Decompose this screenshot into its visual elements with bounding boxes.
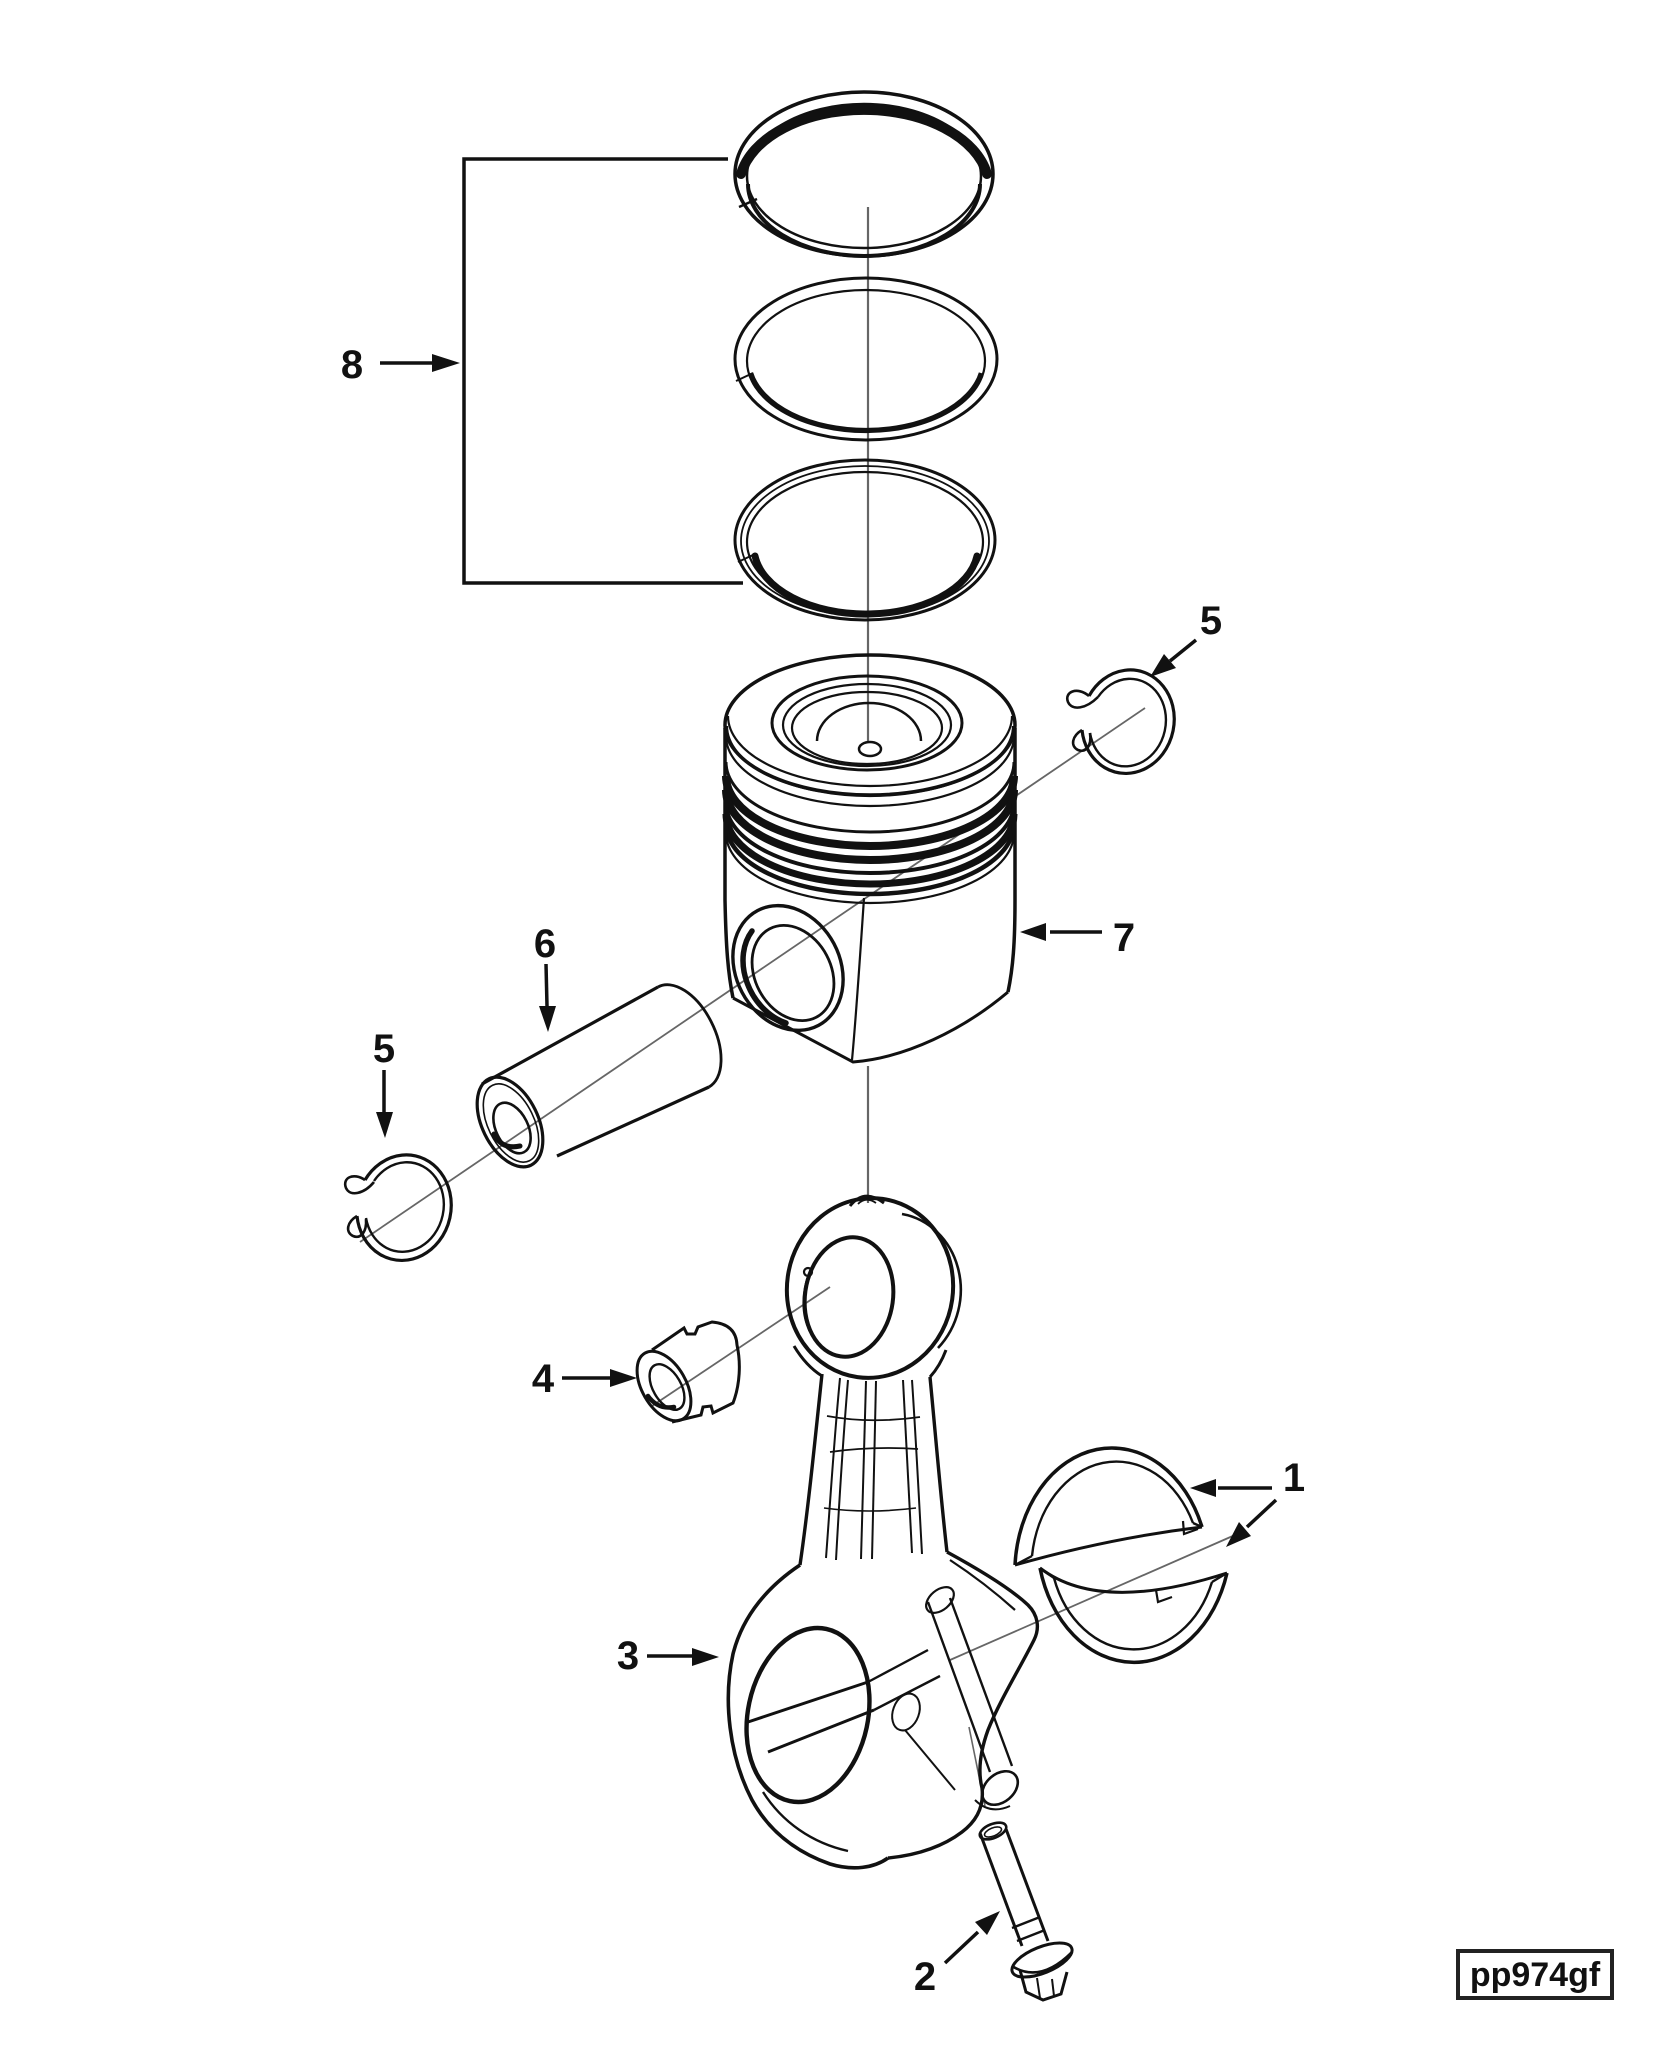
callout-cap-bolt-label: 2	[914, 1955, 936, 1999]
callout-snap-ring-right: 5	[1150, 599, 1222, 677]
piston-ring-grooves	[722, 715, 1018, 905]
figure-code-box: pp974gf	[1456, 1949, 1614, 2000]
connecting-rod	[726, 1194, 1040, 1870]
rod-cap	[887, 1550, 1040, 1860]
piston-pin-bore	[731, 903, 845, 1033]
callout-ring-set: 8	[341, 157, 743, 585]
piston-ring-middle	[733, 276, 999, 442]
rod-big-end	[726, 1563, 941, 1870]
callout-snap-ring-right-label: 5	[1200, 599, 1222, 643]
callout-rod-bearings-label: 1	[1283, 1456, 1305, 1500]
pin-bushing	[635, 1320, 741, 1424]
callout-piston-pin: 6	[534, 922, 556, 1032]
piston-ring-top	[733, 90, 995, 258]
callout-snap-ring-left: 5	[373, 1027, 395, 1138]
piston	[722, 653, 1018, 1064]
piston-pin	[475, 983, 723, 1169]
rod-small-end	[784, 1194, 963, 1380]
callout-snap-ring-left-label: 5	[373, 1027, 395, 1071]
callout-piston-pin-label: 6	[534, 922, 556, 966]
callout-piston-label: 7	[1113, 916, 1135, 960]
callout-pin-bushing: 4	[532, 1357, 637, 1401]
callout-cap-bolt: 2	[914, 1911, 1000, 1999]
arrowhead-icon	[610, 1369, 637, 1387]
arrowhead-icon	[1190, 1479, 1216, 1497]
crank-axis-line	[949, 1534, 1236, 1661]
arrowhead-icon	[539, 1006, 556, 1032]
snap-ring-left	[343, 1153, 453, 1262]
callout-rod-bearings: 1	[1190, 1456, 1305, 1547]
arrowhead-icon	[1226, 1522, 1251, 1547]
callout-connecting-rod: 3	[617, 1634, 719, 1678]
arrowhead-icon	[1150, 654, 1176, 677]
callout-connecting-rod-label: 3	[617, 1634, 639, 1678]
arrowhead-icon	[975, 1911, 1000, 1935]
arrowhead-icon	[376, 1112, 393, 1138]
figure-code-text: pp974gf	[1470, 1956, 1601, 1994]
callout-pin-bushing-label: 4	[532, 1357, 555, 1401]
rod-bearing-lower	[1038, 1566, 1229, 1665]
cap-bolt	[978, 1821, 1074, 2002]
snap-ring-right	[1065, 668, 1176, 775]
arrowhead-icon	[432, 354, 460, 372]
oil-control-ring	[733, 458, 997, 622]
arrowhead-icon	[1020, 923, 1046, 941]
rod-bearing-upper	[1013, 1446, 1204, 1567]
callout-piston: 7	[1020, 916, 1135, 960]
callout-ring-set-label: 8	[341, 343, 363, 387]
arrowhead-icon	[692, 1648, 719, 1666]
rod-shank	[792, 1345, 949, 1566]
